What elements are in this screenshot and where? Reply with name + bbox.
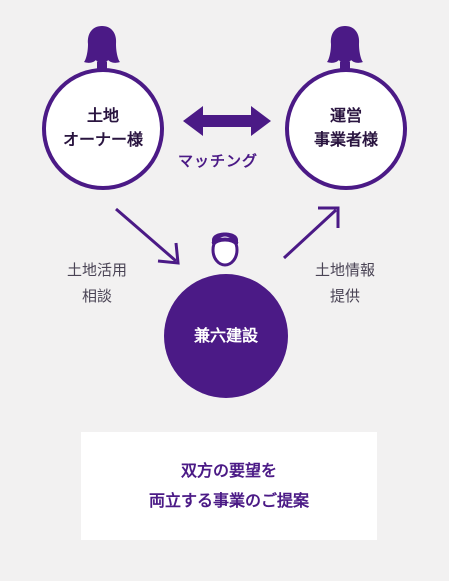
diagonal-arrow-up-icon xyxy=(282,206,340,260)
operator-label: 運営 事業者様 xyxy=(313,106,378,149)
operator-circle: 運営 事業者様 xyxy=(285,68,407,190)
company-label: 兼六建設 xyxy=(193,326,258,345)
land-info-label: 土地情報 提供 xyxy=(314,261,375,305)
landowner-circle: 土地 オーナー様 xyxy=(42,68,164,190)
land-consultation-label: 土地活用 相談 xyxy=(66,261,127,305)
matching-label: マッチング xyxy=(178,152,259,170)
landowner-label: 土地 オーナー様 xyxy=(62,106,143,149)
proposal-box: 双方の要望を 両立する事業のご提案 xyxy=(81,432,377,540)
diagonal-arrow-down-icon xyxy=(115,207,180,265)
proposal-text: 双方の要望を 両立する事業のご提案 xyxy=(148,461,309,510)
company-circle: 兼六建設 xyxy=(164,274,288,398)
double-arrow-icon xyxy=(183,106,271,136)
